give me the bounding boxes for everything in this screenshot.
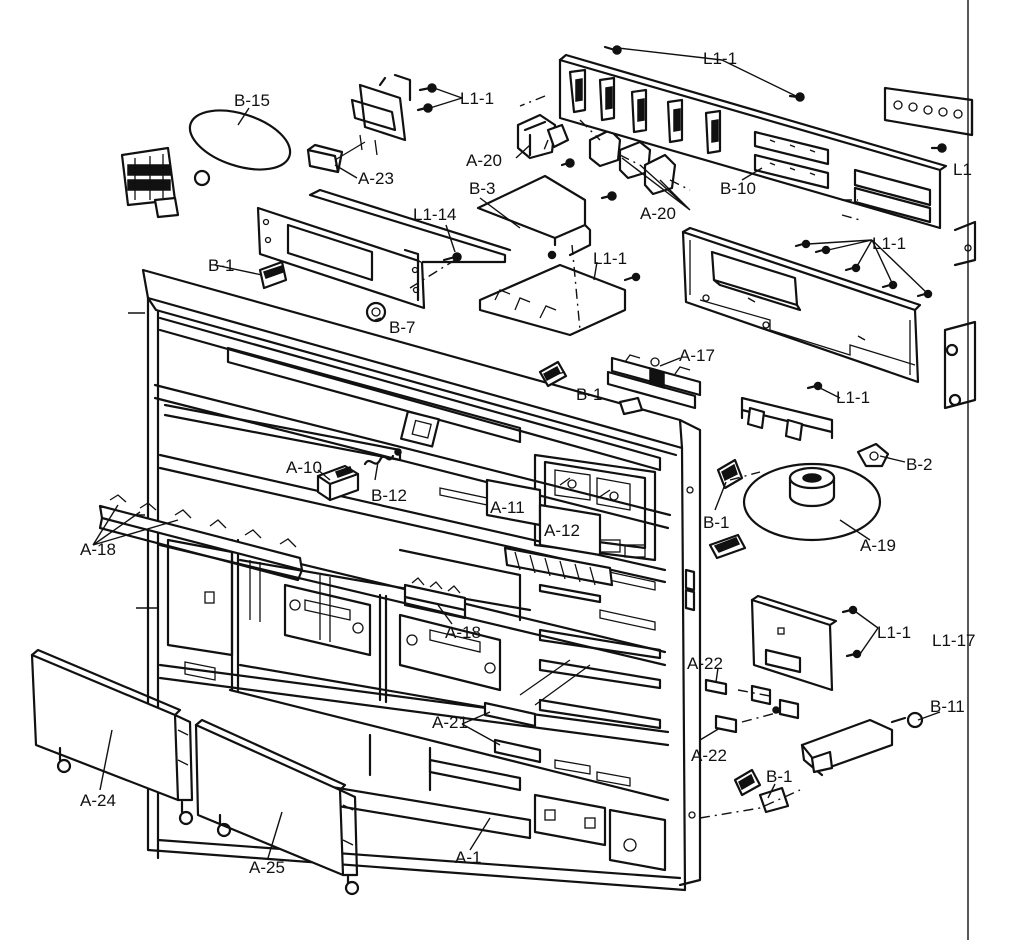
leader-lines bbox=[92, 47, 941, 859]
label-l11-f: L1-1 bbox=[877, 623, 911, 642]
label-a1: A-1 bbox=[455, 848, 481, 867]
label-a20-a: A-20 bbox=[466, 151, 502, 170]
slider-a21 bbox=[483, 659, 591, 764]
spring-b12 bbox=[363, 448, 402, 466]
label-a25: A-25 bbox=[249, 858, 285, 877]
label-b3: B-3 bbox=[469, 179, 495, 198]
clips-a20-left bbox=[516, 113, 570, 160]
label-a21: A-21 bbox=[432, 713, 468, 732]
label-l11-a: L1-1 bbox=[460, 89, 494, 108]
label-a10: A-10 bbox=[286, 458, 322, 477]
pad-b1-right bbox=[708, 458, 747, 560]
screws-top-left bbox=[416, 83, 437, 113]
oval-b15 bbox=[188, 109, 292, 171]
clip-b2 bbox=[856, 442, 890, 468]
label-a24: A-24 bbox=[80, 791, 116, 810]
label-b7: B-7 bbox=[389, 318, 415, 337]
label-l114: L1-14 bbox=[413, 205, 456, 224]
label-b1-b: B-1 bbox=[576, 385, 602, 404]
label-l1-edge: L1 bbox=[953, 160, 972, 179]
small-board-center bbox=[478, 250, 641, 337]
label-b11: B-11 bbox=[930, 697, 965, 716]
label-a22-b: A-22 bbox=[691, 746, 727, 765]
label-l11-b: L1-1 bbox=[703, 49, 737, 68]
label-b15: B-15 bbox=[234, 91, 270, 110]
circuit-board-lower-right bbox=[750, 594, 862, 692]
label-l11-d: L1-1 bbox=[593, 249, 627, 268]
switch-a23 bbox=[306, 73, 412, 174]
label-l11-c: L1-1 bbox=[872, 234, 906, 253]
top-right-panel-fragment bbox=[883, 0, 974, 940]
motor-assembly bbox=[120, 146, 211, 219]
right-edge-fragments bbox=[943, 220, 977, 410]
label-a11: A-11 bbox=[490, 498, 525, 517]
display-board-l114 bbox=[256, 188, 512, 310]
door-a25 bbox=[194, 718, 360, 896]
control-block-a11-a12 bbox=[485, 478, 602, 557]
plate-b3 bbox=[476, 158, 617, 257]
button-strip-a18-left bbox=[98, 494, 304, 582]
pad-b1-top bbox=[258, 260, 288, 290]
door-a24 bbox=[30, 648, 194, 826]
label-a18-a: A-18 bbox=[80, 540, 116, 559]
label-a12: A-12 bbox=[544, 521, 580, 540]
label-a18-b: A-18 bbox=[445, 623, 481, 642]
bracket-board-l11 bbox=[740, 381, 834, 442]
label-b12: B-12 bbox=[371, 486, 407, 505]
switch-assembly-a17 bbox=[606, 354, 702, 410]
label-a23: A-23 bbox=[358, 169, 394, 188]
label-l117: L1-17 bbox=[932, 631, 975, 650]
label-l11-e: L1-1 bbox=[836, 388, 870, 407]
knob-a10 bbox=[316, 464, 360, 502]
callout-labels: B-15 L1-1 L1-1 A-23 A-20 B-3 A-20 B-10 L… bbox=[80, 49, 975, 877]
circuit-board-top bbox=[519, 45, 948, 230]
button-strip-a18-mid bbox=[403, 577, 467, 620]
washer-b7 bbox=[365, 301, 387, 323]
label-b10: B-10 bbox=[720, 179, 756, 198]
label-b1-a: B-1 bbox=[208, 256, 234, 275]
label-b2: B-2 bbox=[906, 455, 932, 474]
knobs-a22 bbox=[704, 678, 800, 734]
circuit-board-middle bbox=[681, 226, 933, 384]
label-a19: A-19 bbox=[860, 536, 896, 555]
switch-strip-center bbox=[503, 546, 614, 604]
label-a22-a: A-22 bbox=[687, 654, 723, 673]
label-b1-c: B-1 bbox=[703, 513, 729, 532]
label-a17: A-17 bbox=[679, 346, 715, 365]
disc-a19 bbox=[742, 462, 882, 542]
pad-b1-lower bbox=[699, 768, 801, 819]
label-a20-b: A-20 bbox=[640, 204, 676, 223]
board-b11 bbox=[800, 711, 924, 777]
label-b1-d: B-1 bbox=[766, 767, 792, 786]
